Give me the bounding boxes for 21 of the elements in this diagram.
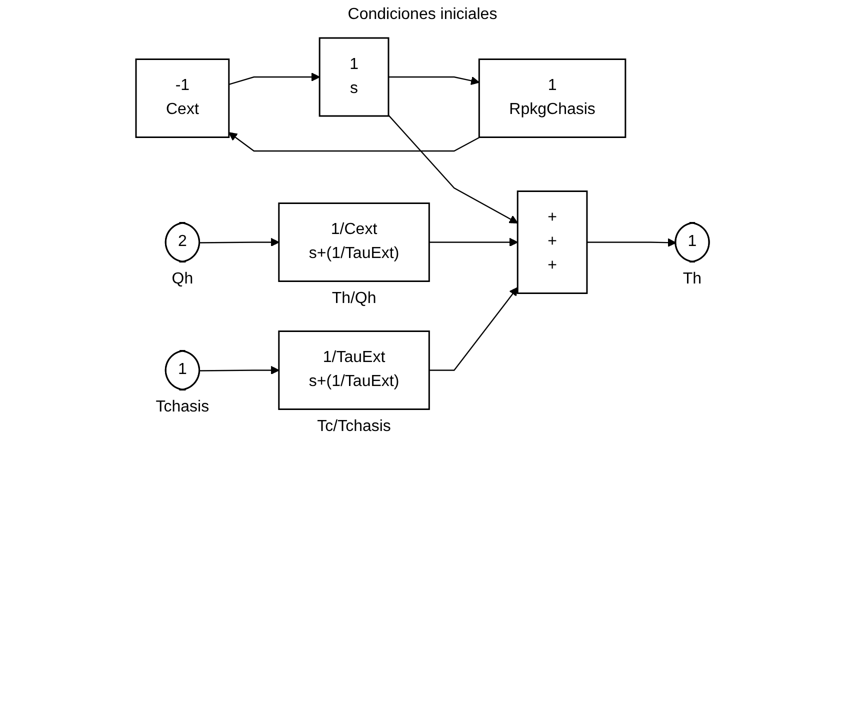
node-box: 1/TauExt s+(1/TauExt) [278, 330, 430, 410]
node-box: -1 Cext [135, 58, 230, 138]
node-box: 1/Cext s+(1/TauExt) [278, 202, 430, 282]
arrow [388, 114, 518, 224]
node-box: 1 s [318, 37, 390, 117]
arrow [200, 238, 280, 247]
block-label: Th [682, 270, 702, 288]
arrow [429, 238, 518, 247]
node-box: + + + [516, 190, 588, 294]
arrow [429, 287, 518, 371]
arrow [228, 132, 480, 152]
block-label: Tc/Tchasis [317, 418, 391, 436]
arrow [200, 366, 280, 375]
arrow [228, 72, 320, 85]
block-label: Tchasis [156, 398, 210, 416]
arrow [388, 76, 480, 86]
arrow [586, 238, 676, 247]
block-label: Th/Qh [332, 290, 376, 308]
node-box: 1 RpkgChasis [478, 58, 626, 138]
block-label: Condiciones iniciales [348, 6, 498, 23]
block-label: Qh [172, 270, 194, 288]
